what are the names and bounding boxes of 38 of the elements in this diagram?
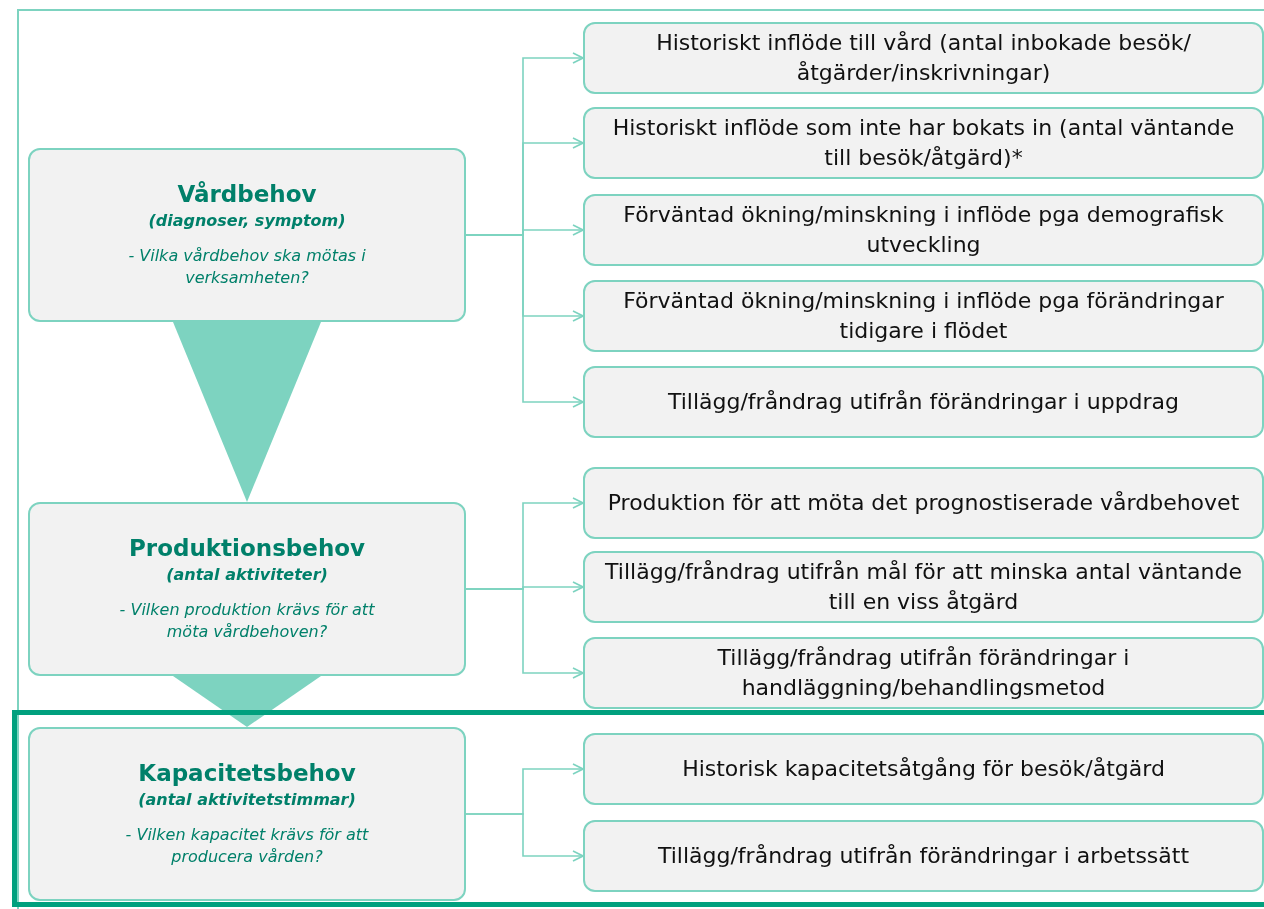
- box-text: Produktion för att möta det prognostiserade vårdbehovet: [607, 489, 1240, 518]
- factor-box: [583, 107, 1264, 179]
- factor-box: [583, 733, 1264, 805]
- factor-box: [583, 551, 1264, 623]
- factor-box: [583, 467, 1264, 539]
- box-question: - Vilken produktion krävs för att möta vårdbehoven?: [118, 598, 376, 644]
- box-text: Historisk kapacitetsåtgång för besök/åtgärd: [682, 755, 1165, 784]
- funnel-arrow: [173, 676, 321, 727]
- arrow: [465, 234, 584, 408]
- box-subtitle: (diagnoser, symptom): [148, 210, 346, 233]
- factor-box: [583, 22, 1264, 94]
- box-question: - Vilken kapacitet krävs för att producera vården?: [124, 823, 370, 869]
- arrow: [465, 588, 584, 679]
- funnel-arrow: [173, 322, 321, 502]
- factor-box: [583, 194, 1264, 266]
- box-text: Historiskt inflöde till vård (antal inbokade besök/åtgärder/inskrivningar): [655, 29, 1192, 87]
- stage-box: [28, 727, 466, 901]
- factor-box: [583, 637, 1264, 709]
- arrow: [465, 813, 584, 862]
- box-heading: Produktionsbehov: [128, 534, 366, 564]
- box-question: - Vilka vårdbehov ska mötas i verksamheten?: [127, 244, 367, 290]
- highlight-frame: [12, 710, 1264, 907]
- factor-box: [583, 820, 1264, 892]
- box-heading: Kapacitetsbehov: [138, 759, 356, 789]
- box-subtitle: (antal aktiviteter): [166, 564, 328, 587]
- box-text: Historiskt inflöde som inte har bokats in (antal väntande till besök/åtgärd)*: [611, 114, 1236, 172]
- box-text: Tillägg/fråndrag utifrån mål för att minska antal väntande till en viss åtgärd: [604, 558, 1243, 616]
- box-text: Tillägg/fråndrag utifrån förändringar i handläggning/behandlingsmetod: [716, 644, 1131, 702]
- stage-box: [28, 148, 466, 322]
- box-heading: Vårdbehov: [177, 180, 317, 210]
- stage-box: [28, 502, 466, 676]
- box-text: Förväntad ökning/minskning i inflöde pga förändringar tidigare i flödet: [622, 287, 1225, 345]
- box-text: Tillägg/fråndrag utifrån förändringar i uppdrag: [667, 388, 1180, 417]
- factor-box: [583, 366, 1264, 438]
- box-text: Förväntad ökning/minskning i inflöde pga demografisk utveckling: [622, 201, 1225, 259]
- factor-box: [583, 280, 1264, 352]
- box-subtitle: (antal aktivitetstimmar): [138, 789, 356, 812]
- box-text: Tillägg/fråndrag utifrån förändringar i arbetssätt: [657, 842, 1190, 871]
